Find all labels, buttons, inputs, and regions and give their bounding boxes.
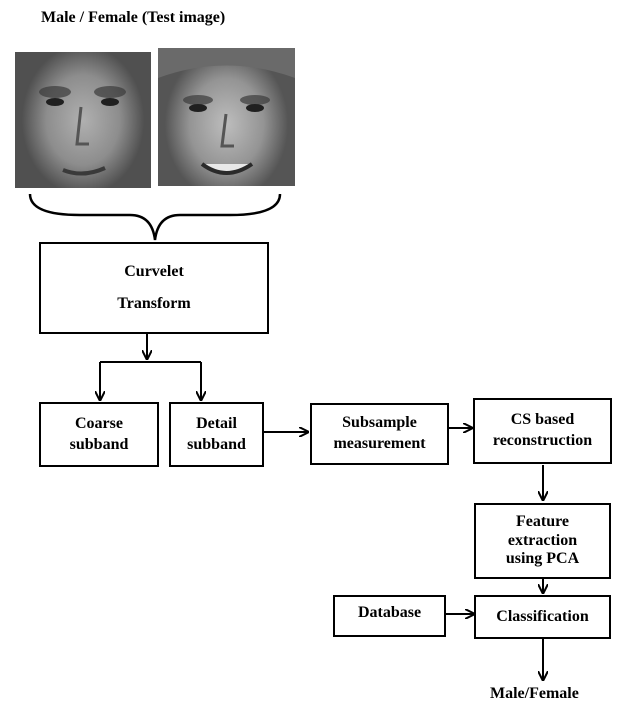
subsample-line-2: measurement [333, 435, 426, 452]
face-photo-1 [15, 52, 151, 188]
detail-line-1: Detail [196, 414, 237, 432]
feature-extraction-box: Feature extraction using PCA [474, 503, 611, 579]
curvelet-line-2: Transform [117, 295, 191, 312]
coarse-line-2: subband [69, 435, 129, 453]
face-photo-2 [158, 48, 295, 186]
coarse-subband-box: Coarse subband [39, 402, 159, 467]
subsample-measurement-box: Subsample measurement [310, 403, 449, 465]
detail-subband-box: Detail subband [169, 402, 264, 467]
database-box: Database [333, 595, 446, 637]
feature-line-1: Feature [515, 513, 569, 531]
face-drawing-2 [158, 48, 295, 175]
classification-box: Classification [474, 595, 611, 639]
curvelet-transform-box: Curvelet Transform [39, 242, 269, 334]
output-label: Male/Female [490, 685, 579, 702]
feature-line-2: extraction [507, 531, 578, 549]
diagram-title: Male / Female (Test image) [41, 9, 226, 26]
database-label: Database [357, 604, 422, 621]
detail-line-2: subband [187, 435, 246, 453]
cs-line-2: reconstruction [492, 432, 593, 449]
cs-reconstruction-box: CS based reconstruction [473, 398, 612, 464]
cs-line-1: CS based [510, 411, 575, 429]
curvelet-line-1: Curvelet [124, 263, 184, 280]
face-drawing-1 [39, 86, 126, 176]
subsample-line-1: Subsample [342, 414, 417, 432]
feature-line-3: using PCA [505, 550, 580, 568]
classification-label: Classification [496, 607, 589, 625]
curly-brace [28, 193, 282, 241]
coarse-line-1: Coarse [75, 414, 123, 432]
